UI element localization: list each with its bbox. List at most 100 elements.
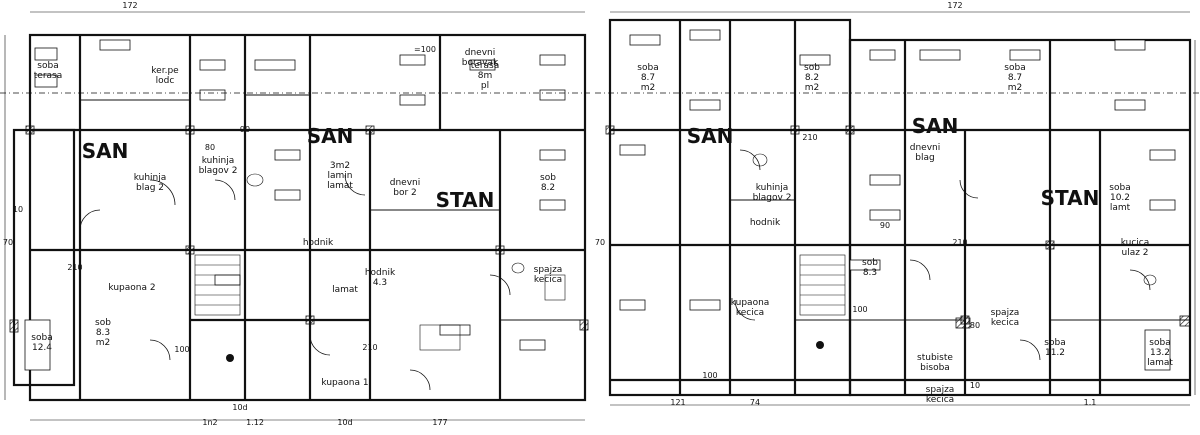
left-room-label: 12.4 — [32, 343, 52, 353]
left-dimension: 90 — [240, 125, 250, 134]
left-dimension: 172 — [122, 1, 137, 10]
right-room-label: 8.7 — [1008, 73, 1022, 83]
left-room-label: pl — [481, 81, 489, 91]
left-room-label: ker.pe — [151, 66, 179, 76]
right-room-label: 8.3 — [863, 268, 877, 278]
right-zone-label: SAN — [912, 114, 959, 138]
right-room-label: spajza — [926, 385, 955, 395]
right-dimension: 74 — [750, 398, 760, 407]
left-room-label: lamat — [327, 181, 353, 191]
left-zone-label: SAN — [307, 124, 354, 148]
right-room-label: soba — [637, 63, 658, 73]
left-dimension: 80 — [205, 143, 215, 152]
left-room-label: 4.3 — [373, 278, 387, 288]
right-stairs — [799, 254, 846, 316]
right-dimension: 121 — [670, 398, 685, 407]
right-room-label: kucica — [1121, 238, 1150, 248]
left-dimension: 70 — [3, 238, 13, 247]
right-room-label: hodnik — [750, 218, 781, 228]
right-room-label: m2 — [1008, 83, 1023, 93]
right-room-label: stubiste — [917, 353, 953, 363]
left-room-label: 8.2 — [541, 183, 555, 193]
right-room-label: soba — [1109, 183, 1130, 193]
left-dimension: =100 — [414, 45, 436, 54]
left-room-label: bor 2 — [393, 188, 417, 198]
right-room-label: m2 — [805, 83, 820, 93]
left-dimension: 177 — [432, 418, 447, 427]
right-room-label: dnevni — [910, 143, 941, 153]
right-room-label: kecica — [926, 395, 954, 405]
right-dimension: 210 — [802, 133, 817, 142]
left-room-label: blag 2 — [136, 183, 164, 193]
left-room-label: lamat — [332, 285, 358, 295]
left-room-label: kupaona 2 — [108, 283, 155, 293]
left-room-label: m2 — [96, 338, 111, 348]
left-stairs — [194, 254, 241, 316]
right-dimension: 210 — [952, 238, 967, 247]
right-room-label: kecica — [991, 318, 1019, 328]
left-room-label: sob — [540, 173, 556, 183]
left-room-label: kuhinja — [134, 173, 167, 183]
right-room-label: 13.2 — [1150, 348, 1170, 358]
right-room-label: 8.7 — [641, 73, 655, 83]
left-room-label: dnevni — [465, 48, 496, 58]
right-room-label: blagov 2 — [753, 193, 792, 203]
left-room-label: sob — [95, 318, 111, 328]
right-zone-label: STAN — [1041, 186, 1100, 210]
left-room-label: lamin — [328, 171, 353, 181]
left-room-label: 8.3 — [96, 328, 110, 338]
right-room-label: kecica — [736, 308, 764, 318]
right-room-label: lamt — [1110, 203, 1131, 213]
left-room-label: terasa — [471, 61, 500, 71]
right-room-label: bisoba — [920, 363, 950, 373]
left-room-label: 8m — [478, 71, 493, 81]
right-dimension: 1.1 — [1084, 398, 1097, 407]
left-room-label: kecica — [534, 275, 562, 285]
left-zone-label: SAN — [82, 139, 129, 163]
right-room-label: 11.2 — [1045, 348, 1065, 358]
right-room-label: m2 — [641, 83, 656, 93]
left-room-label: hodnik — [303, 238, 334, 248]
right-dimension: 172 — [947, 1, 962, 10]
right-dimension: 100 — [702, 371, 717, 380]
left-room-label: hodnik — [365, 268, 396, 278]
right-room-label: sob — [804, 63, 820, 73]
left-room-label: terasa — [34, 71, 63, 81]
left-room-label: kupaona 1 — [321, 378, 368, 388]
left-dimension: 10d — [337, 418, 352, 427]
left-dimension: 10 — [13, 205, 23, 214]
left-dimension: 210 — [362, 343, 377, 352]
right-room-label: ulaz 2 — [1121, 248, 1148, 258]
left-room-label: boravak — [462, 58, 499, 68]
right-zone-label: SAN — [687, 124, 734, 148]
left-room-label: soba — [31, 333, 52, 343]
left-room-label: dnevni — [390, 178, 421, 188]
right-room-label: soba — [1149, 338, 1170, 348]
left-dimension: 100 — [174, 345, 189, 354]
right-room-label: spajza — [991, 308, 1020, 318]
right-dimension: 70 — [595, 238, 605, 247]
left-zone-label: STAN — [436, 188, 495, 212]
right-room-label: blag — [915, 153, 934, 163]
left-dimension: 1n2 — [202, 418, 217, 427]
left-room-label: soba — [37, 61, 58, 71]
right-room-label: soba — [1044, 338, 1065, 348]
right-room-label: soba — [1004, 63, 1025, 73]
right-room-label: kuhinja — [756, 183, 789, 193]
left-outer-wall — [28, 33, 587, 402]
right-dimension: 10 — [970, 381, 980, 390]
left-dimension: 210 — [67, 263, 82, 272]
left-room-label: lodc — [156, 76, 175, 86]
left-room-label: blagov 2 — [199, 166, 238, 176]
right-room-label: 8.2 — [805, 73, 819, 83]
right-dimension: 90 — [880, 221, 890, 230]
left-dimension: 10d — [232, 403, 247, 412]
right-room-label: sob — [862, 258, 878, 268]
left-room-label: 3m2 — [330, 161, 350, 171]
right-room-label: kupaona — [731, 298, 770, 308]
left-dimension: 1.12 — [246, 418, 264, 427]
left-room-label: kuhinja — [202, 156, 235, 166]
right-dimension: 100 — [852, 305, 867, 314]
